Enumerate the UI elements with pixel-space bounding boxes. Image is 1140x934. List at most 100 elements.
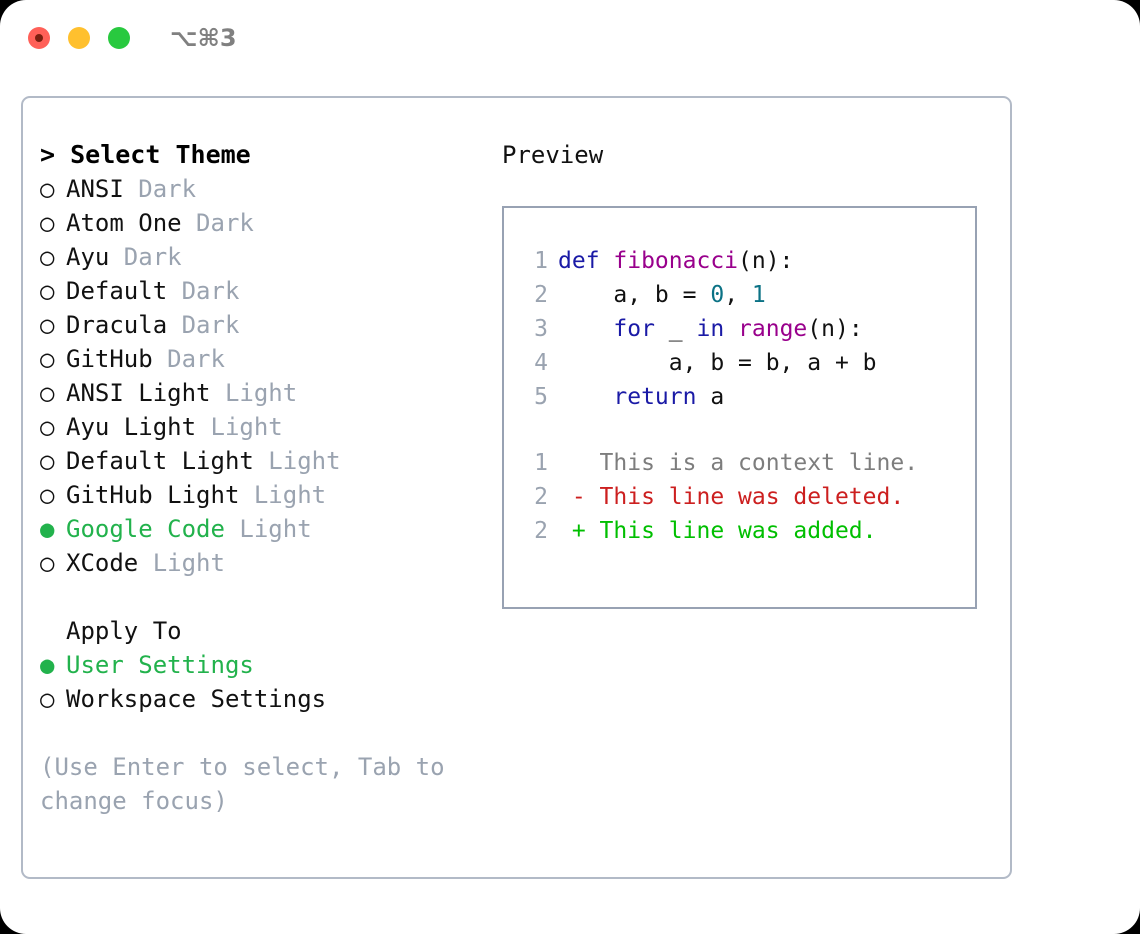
line-number: 1	[534, 248, 548, 274]
theme-option-name: Default Light	[66, 447, 254, 475]
theme-option-name: Atom One	[66, 209, 182, 237]
code-token	[724, 316, 738, 342]
apply-to-list[interactable]: ● User Settings ○ Workspace Settings	[40, 648, 480, 716]
code-line: 5 return a	[504, 380, 975, 414]
line-number: 1	[534, 450, 548, 476]
theme-option-row[interactable]: ○ GitHub Dark	[40, 342, 480, 376]
title-bar: ⌥⌘3	[0, 0, 1140, 78]
apply-to-option-row[interactable]: ● User Settings	[40, 648, 480, 682]
theme-option-row[interactable]: ● Google Code Light	[40, 512, 480, 546]
list-spacer	[40, 580, 480, 614]
theme-selection-column: > Select Theme ○ANSI Dark○Atom One Dark○…	[40, 138, 480, 818]
theme-option-row[interactable]: ○ Dracula Dark	[40, 308, 480, 342]
code-token: return	[613, 384, 697, 410]
theme-option-variant: Light	[224, 515, 312, 543]
diff-text: This is a context line.	[585, 450, 919, 476]
theme-option-name: ANSI Light	[66, 379, 211, 407]
apply-to-option-name: Workspace Settings	[66, 685, 327, 713]
apply-to-header: Apply To	[66, 617, 182, 645]
line-number: 2	[534, 518, 548, 544]
theme-option-variant: Dark	[123, 175, 197, 203]
theme-option-row[interactable]: ○ Atom One Dark	[40, 206, 480, 240]
code-token: (n):	[807, 316, 863, 342]
radio-unselected-icon[interactable]: ○	[40, 345, 55, 373]
radio-unselected-icon[interactable]: ○	[40, 243, 55, 271]
theme-option-name: ANSI	[66, 175, 124, 203]
code-token: ,	[724, 282, 752, 308]
theme-option-variant: Dark	[181, 209, 254, 237]
theme-list[interactable]: ○ ANSI Dark ○ Atom One Dark ○ Ayu Dark ○ Defaul…	[40, 172, 480, 580]
diff-sample: 1 This is a context line.2 - This line w…	[504, 446, 975, 548]
radio-unselected-icon[interactable]: ○	[40, 209, 55, 237]
radio-unselected-icon[interactable]: ○	[40, 311, 55, 339]
radio-unselected-icon[interactable]: ○	[40, 481, 55, 509]
theme-option-row[interactable]: ○Default Light Light	[40, 444, 480, 478]
radio-selected-icon[interactable]: ●	[40, 651, 55, 679]
code-line: 2 a, b = 0, 1	[504, 278, 975, 312]
code-token: _	[654, 316, 697, 342]
theme-option-row[interactable]: ○ Ayu Light Light	[40, 410, 480, 444]
code-token: 0	[710, 282, 725, 308]
maximize-window-button[interactable]	[108, 27, 130, 49]
theme-option-row[interactable]: ○ ANSI Dark	[40, 172, 480, 206]
diff-text: This line was deleted.	[585, 484, 905, 510]
line-number: 2	[534, 282, 548, 308]
code-token: 1	[751, 282, 766, 308]
theme-option-name: Ayu	[66, 243, 110, 271]
theme-option-row[interactable]: ○ Ayu Dark	[40, 240, 480, 274]
theme-option-row[interactable]: ○ GitHub Light Light	[40, 478, 480, 512]
radio-unselected-icon[interactable]: ○	[40, 549, 55, 577]
theme-option-variant: Dark	[152, 345, 225, 373]
radio-unselected-icon[interactable]: ○	[40, 447, 55, 475]
theme-option-name: GitHub Light	[66, 481, 240, 509]
theme-option-name: Google Code	[66, 515, 225, 543]
diff-marker: +	[558, 518, 586, 544]
code-token	[558, 316, 613, 342]
select-theme-header: > Select Theme	[40, 140, 251, 169]
theme-option-variant: Light	[239, 481, 327, 509]
theme-option-variant: Dark	[167, 277, 240, 305]
theme-option-row[interactable]: ○ANSI Light Light	[40, 376, 480, 410]
code-token: in	[696, 316, 725, 342]
theme-option-variant: Dark	[167, 311, 240, 339]
code-token: range	[738, 316, 808, 342]
code-line: 3 for _ in range(n):	[504, 312, 975, 346]
diff-marker	[558, 450, 586, 476]
close-window-button[interactable]	[28, 27, 50, 49]
theme-option-row[interactable]: ○ XCode Light	[40, 546, 480, 580]
code-token: (n):	[738, 248, 794, 274]
theme-option-name: XCode	[66, 549, 139, 577]
radio-selected-icon[interactable]: ●	[40, 515, 55, 543]
theme-option-name: Default	[66, 277, 168, 305]
theme-option-name: GitHub	[66, 345, 153, 373]
theme-option-name: Ayu Light	[66, 413, 197, 441]
line-number: 4	[534, 350, 548, 376]
theme-selector-panel: > Select Theme ○ANSI Dark○Atom One Dark○…	[21, 96, 1012, 879]
theme-option-name: Dracula	[66, 311, 168, 339]
apply-to-option-row[interactable]: ○ Workspace Settings	[40, 682, 480, 716]
code-token	[558, 384, 613, 410]
theme-option-variant: Light	[138, 549, 225, 577]
line-number: 2	[534, 484, 548, 510]
radio-unselected-icon[interactable]: ○	[40, 685, 55, 713]
radio-unselected-icon[interactable]: ○	[40, 175, 55, 203]
diff-line: 1 This is a context line.	[504, 446, 975, 480]
code-token: def	[558, 248, 614, 274]
preview-gap	[504, 414, 975, 446]
apply-to-option-name: User Settings	[66, 651, 254, 679]
minimize-window-button[interactable]	[68, 27, 90, 49]
code-token: for	[613, 316, 655, 342]
radio-unselected-icon[interactable]: ○	[40, 277, 55, 305]
line-number: 5	[534, 384, 548, 410]
theme-option-row[interactable]: ○ Default Dark	[40, 274, 480, 308]
radio-unselected-icon[interactable]: ○	[40, 379, 55, 407]
radio-unselected-icon[interactable]: ○	[40, 413, 55, 441]
preview-header: Preview	[502, 141, 604, 169]
diff-line: 2 - This line was deleted.	[504, 480, 975, 514]
theme-option-variant: Dark	[109, 243, 182, 271]
diff-marker: -	[558, 484, 586, 510]
theme-option-variant: Light	[196, 413, 283, 441]
